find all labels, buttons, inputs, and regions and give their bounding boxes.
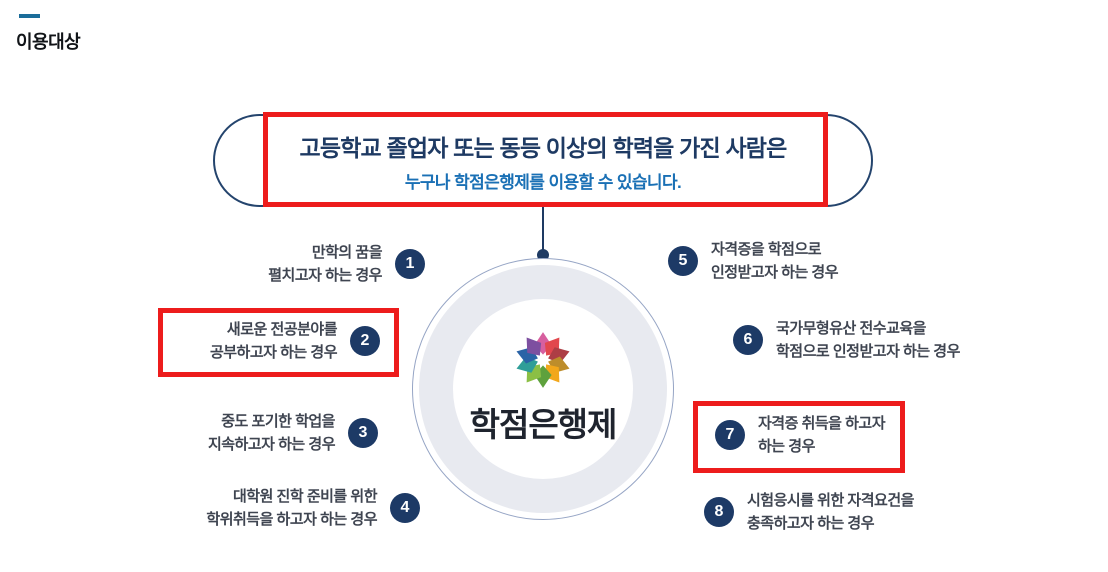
center-circle-inner (453, 299, 633, 479)
eligibility-banner: 고등학교 졸업자 또는 동등 이상의 학력을 가진 사람은 누구나 학점은행제를… (213, 114, 873, 207)
banner-headline: 고등학교 졸업자 또는 동등 이상의 학력을 가진 사람은 (299, 134, 787, 161)
number-badge: 8 (704, 497, 734, 527)
number-badge: 2 (350, 326, 380, 356)
number-badge: 6 (733, 325, 763, 355)
annotation-highlight-box-item7 (693, 401, 905, 473)
number-badge: 1 (395, 249, 425, 279)
connector-line (542, 206, 544, 251)
number-badge: 4 (390, 493, 420, 523)
number-badge: 5 (668, 246, 698, 276)
page-title: 이용대상 (16, 32, 81, 52)
number-badge: 7 (715, 420, 745, 450)
banner-subline: 누구나 학점은행제를 이용할 수 있습니다. (404, 172, 682, 192)
credit-bank-logo-text: 학점은행제 (469, 406, 618, 443)
annotation-highlight-box-banner (263, 112, 828, 207)
annotation-highlight-box-item2 (158, 308, 399, 377)
number-badge: 3 (348, 418, 378, 448)
pinwheel-flower-icon (516, 332, 570, 388)
title-accent-dash (19, 14, 40, 18)
